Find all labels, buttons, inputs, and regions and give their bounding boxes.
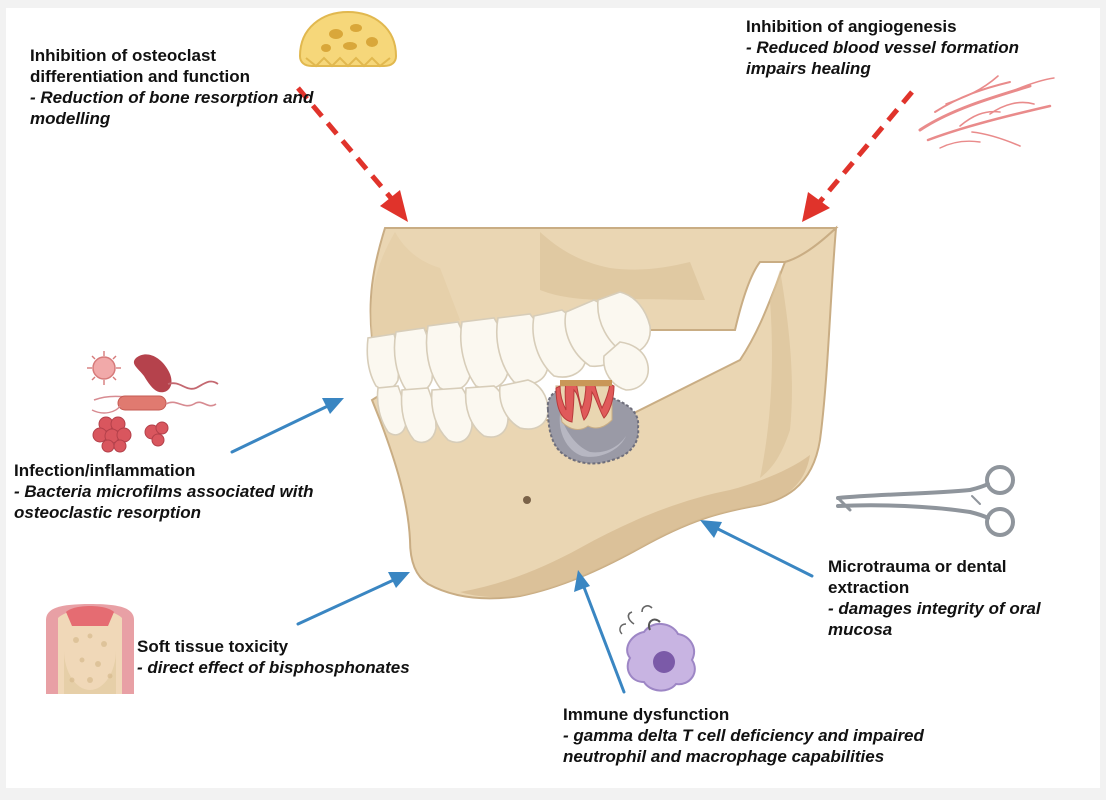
inhibition-arrow-osteoclast (296, 86, 408, 222)
label-angiogenesis-detail: - Reduced blood vessel formation impairs… (746, 38, 1019, 78)
label-osteoclast-heading: Inhibition of osteoclast differentiation… (30, 46, 251, 86)
label-osteoclast-detail: - Reduction of bone resorption and model… (30, 88, 314, 128)
label-immune: Immune dysfunction - gamma delta T cell … (563, 704, 1003, 767)
contributing-arrow-infection (230, 398, 344, 454)
gingiva-bone-icon (46, 604, 134, 694)
macrophage-icon (619, 605, 696, 692)
label-soft-tissue-heading: Soft tissue toxicity (137, 637, 289, 656)
label-immune-heading: Immune dysfunction (563, 705, 730, 724)
contributing-arrow-soft-tissue (296, 572, 410, 626)
label-microtrauma-detail: - damages integrity of oral mucosa (828, 599, 1041, 639)
osteoclast-cell-icon (298, 10, 398, 68)
label-infection-detail: - Bacteria microfilms associated with os… (14, 482, 314, 522)
jaw-skull-illustration (366, 225, 839, 600)
bacteria-icon (87, 351, 219, 453)
label-angiogenesis: Inhibition of angiogenesis - Reduced blo… (746, 16, 1081, 79)
label-infection: Infection/inflammation - Bacteria microf… (14, 460, 334, 523)
label-soft-tissue: Soft tissue toxicity - direct effect of … (137, 636, 467, 678)
label-infection-heading: Infection/inflammation (14, 461, 196, 480)
label-angiogenesis-heading: Inhibition of angiogenesis (746, 17, 957, 36)
label-immune-detail: - gamma delta T cell deficiency and impa… (563, 726, 924, 766)
contributing-arrow-immune (574, 570, 626, 694)
label-microtrauma: Microtrauma or dental extraction - damag… (828, 556, 1083, 640)
label-soft-tissue-detail: - direct effect of bisphosphonates (137, 658, 410, 677)
label-microtrauma-heading: Microtrauma or dental extraction (828, 557, 1007, 597)
inhibition-arrow-angiogenesis (802, 90, 914, 222)
contributing-arrow-microtrauma (700, 520, 814, 578)
blood-vessels-icon (918, 75, 1055, 149)
label-osteoclast: Inhibition of osteoclast differentiation… (30, 45, 320, 129)
forceps-icon (836, 465, 1015, 537)
